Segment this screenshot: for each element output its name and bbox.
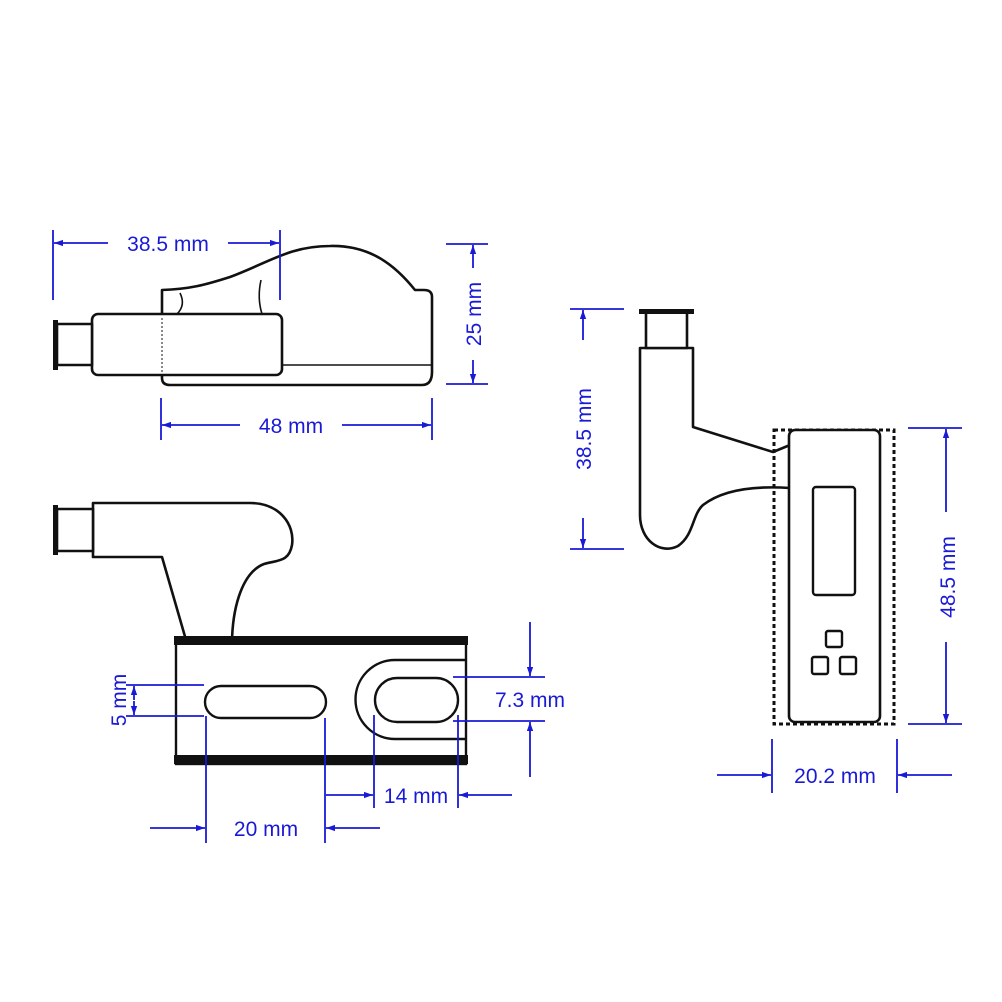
front-dim-14: 14 mm [326,715,512,808]
led-square-left [810,655,830,676]
top-dim-38-5: 38.5 mm [52,230,281,300]
top-view-curl-right [258,279,263,315]
side-dim-20-2: 20.2 mm [717,739,952,793]
side-view: 38.5 mm 48.5 mm 20.2 mm [570,308,962,793]
top-view: 38.5 mm 48 mm 25 mm [52,230,488,440]
top-view-plunger-cap [53,320,58,370]
label-top-length-upper: 38.5 mm [127,233,209,256]
label-side-arm-height: 38.5 mm [573,388,596,470]
front-view-plate [174,636,468,766]
label-front-slot-height: 5 mm [108,674,131,727]
top-view-curl-left [176,292,184,315]
label-top-height: 25 mm [463,282,486,346]
front-dim-7-3: 7.3 mm [453,622,565,777]
side-dim-48-5: 48.5 mm [908,427,962,725]
label-front-oval-width: 14 mm [384,785,448,808]
top-view-tube [90,312,284,377]
label-side-module-width: 20.2 mm [794,765,876,788]
led-square-top [824,629,844,649]
side-view-arm [638,346,792,550]
front-view-plate-bottom-edge [174,755,468,764]
front-view-straight-slot [203,684,328,720]
front-view: 5 mm 20 mm 14 mm 7.3 mm [53,501,565,843]
top-dim-48: 48 mm [160,398,433,440]
front-view-plate-top-edge [174,636,468,645]
side-view-module [787,428,882,724]
front-view-u-slot [354,658,467,741]
front-view-plunger-cap [53,505,58,555]
front-view-oval-slot [373,676,460,724]
front-view-arm [91,501,294,642]
label-side-module-height: 48.5 mm [937,536,960,618]
front-dim-5: 5 mm [108,674,204,727]
label-top-length-lower: 48 mm [259,415,323,438]
side-view-sensor-window [811,485,857,597]
front-view-plunger [55,507,95,553]
label-front-oval-height: 7.3 mm [495,689,565,712]
front-dim-20: 20 mm [150,716,380,843]
top-view-plunger [55,322,94,367]
side-dim-38-5: 38.5 mm [570,308,624,550]
side-view-plunger-cap [639,309,694,314]
top-dim-25: 25 mm [446,243,488,385]
led-square-right [838,655,858,676]
side-view-plunger [644,310,689,350]
label-front-slot-spacing: 20 mm [234,818,298,841]
